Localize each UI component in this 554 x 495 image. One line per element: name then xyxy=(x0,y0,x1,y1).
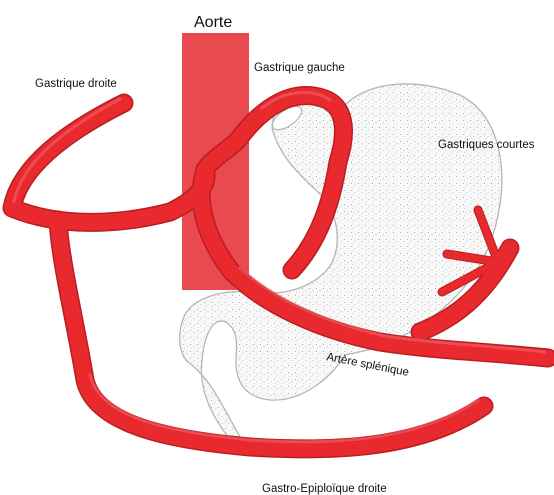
label-artere-splenique: Artère splénique xyxy=(325,351,410,379)
label-gastrique-droite: Gastrique droite xyxy=(35,78,117,90)
label-gastriques-courtes: Gastriques courtes xyxy=(438,139,535,151)
label-gastrique-gauche: Gastrique gauche xyxy=(254,62,345,74)
label-gastro-epiploique-droite: Gastro-Epiploïque droite xyxy=(262,483,387,495)
label-aorte: Aorte xyxy=(194,14,232,31)
